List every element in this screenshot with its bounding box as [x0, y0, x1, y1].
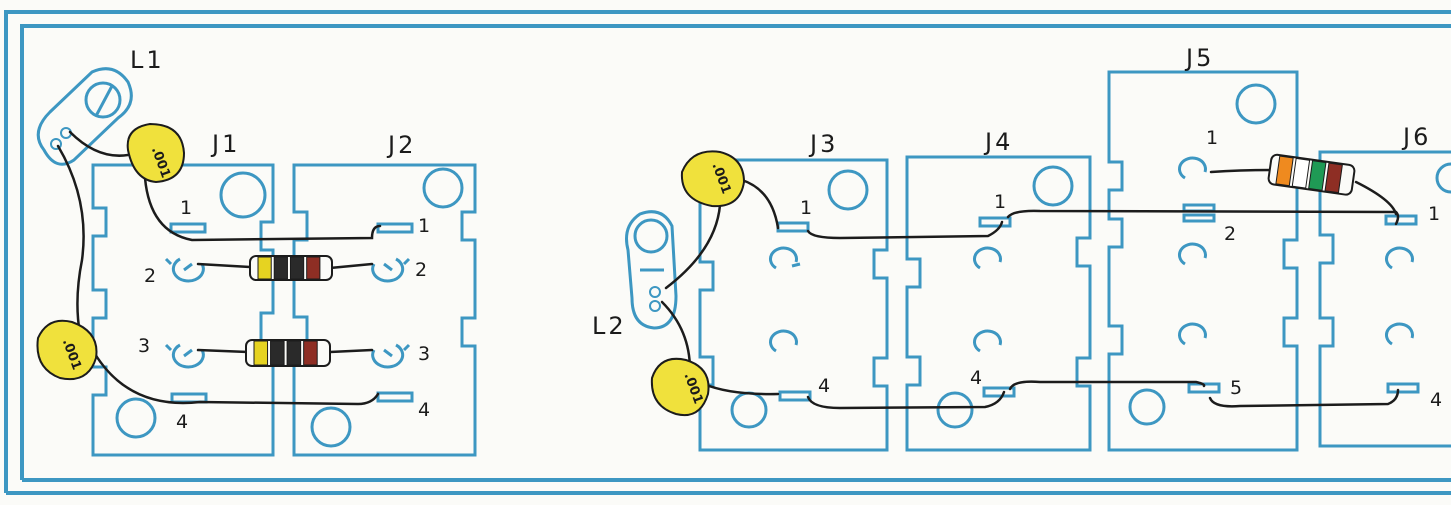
pin-j4-4: 4: [970, 367, 982, 389]
pin-j3-1: 1: [800, 197, 812, 219]
pin-j2-3: 3: [418, 343, 430, 365]
coil-l1: [36, 67, 133, 166]
wires-right: [660, 168, 1400, 410]
coil-l2: [625, 210, 678, 330]
pin-j5-5: 5: [1230, 377, 1242, 399]
label-j3: J3: [808, 130, 838, 158]
pin-j2-4: 4: [418, 399, 430, 421]
resistor-band: [1324, 162, 1343, 194]
pin-j1-2: 2: [144, 265, 156, 287]
resistor-band: [257, 256, 272, 280]
pin-j1-1: 1: [180, 197, 192, 219]
resistor-band: [273, 256, 288, 280]
resistor-r1: [249, 255, 333, 281]
resistor-band: [286, 340, 302, 366]
resistor-band: [1308, 160, 1327, 191]
pin-j5-2: 2: [1224, 223, 1236, 245]
resistor-r2: [245, 339, 331, 367]
resistor-band: [303, 340, 318, 366]
board-j5: [1107, 70, 1299, 452]
resistor-band: [306, 256, 321, 280]
board-j4: [905, 155, 1092, 452]
board-j2: [292, 163, 477, 457]
page-frame: [4, 10, 1451, 495]
pin-j6-1: 1: [1428, 203, 1440, 225]
label-l2: L2: [592, 312, 627, 340]
capacitor-c2: .001: [36, 319, 98, 380]
resistor-band: [1275, 155, 1294, 187]
label-j6: J6: [1401, 123, 1431, 151]
label-j2: J2: [386, 131, 416, 159]
pin-j3-4: 4: [818, 375, 830, 397]
board-j6: [1318, 150, 1451, 448]
pin-j2-2: 2: [415, 259, 427, 281]
board-j3: [698, 158, 889, 452]
resistor-band: [1291, 157, 1311, 189]
pin-j6-4: 4: [1430, 389, 1442, 411]
label-l1: L1: [130, 46, 165, 74]
pin-j2-1: 1: [418, 215, 430, 237]
pin-j4-1: 1: [994, 191, 1006, 213]
label-j4: J4: [983, 128, 1013, 156]
resistor-band: [289, 256, 305, 280]
resistor-band: [270, 340, 285, 366]
pin-j5-1: 1: [1206, 127, 1218, 149]
capacitor-c1: .001: [126, 122, 186, 184]
board-j1: [91, 163, 275, 457]
resistor-r3: [1267, 153, 1356, 196]
wires-left: [56, 130, 382, 406]
pin-j1-4: 4: [176, 411, 188, 433]
capacitor-c4: .001: [650, 357, 710, 416]
pin-j1-3: 3: [138, 335, 150, 357]
label-j5: J5: [1184, 44, 1214, 72]
label-j1: J1: [210, 130, 240, 158]
capacitor-c3: .001: [680, 150, 746, 208]
resistor-band: [253, 340, 269, 366]
